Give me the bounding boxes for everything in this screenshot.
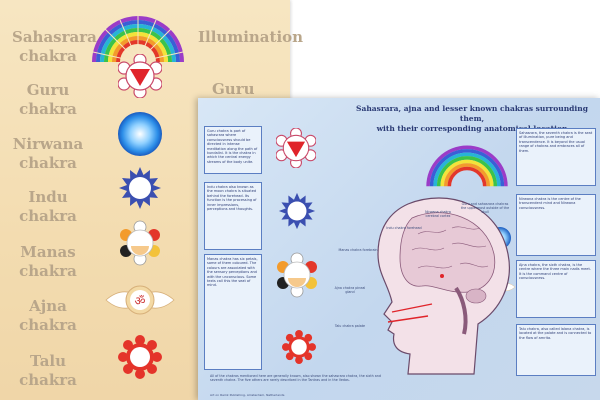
anno-talu: Talu chakra palate (334, 324, 366, 328)
label-line2: chakra (19, 47, 77, 65)
label-manas: Manas chakra (12, 243, 84, 281)
text-box-talu: Talu chakra, also called lalana chakra, … (516, 324, 596, 376)
front-indu-icon (278, 192, 316, 230)
label-line1: Ajna (29, 297, 67, 315)
front-poster: Sahasrara, ajna and lesser known chakras… (198, 98, 600, 400)
label-line2: chakra (19, 262, 77, 280)
anno-indu: Indu chakra forehead (386, 226, 422, 230)
label-line2: chakra (19, 371, 77, 389)
front-manas-icon (277, 252, 317, 298)
anno-ajna: Ajna chakra pineal gland (334, 286, 366, 294)
label-sahasrara: Sahasrara chakra (12, 28, 97, 66)
label-line1: Talu (29, 352, 67, 370)
label-illumination: Illumination (198, 28, 304, 46)
front-talu-icon (282, 330, 316, 364)
label-line1: Guru (26, 81, 70, 99)
text-box-guru: Guru chakra is part of sahasrara where c… (204, 126, 262, 174)
label-nirwana: Nirwana chakra (12, 135, 84, 173)
label-line2: chakra (19, 154, 77, 172)
anno-manas: Manas chakra forebrain (338, 248, 378, 252)
text-box-sahasrara: Sahasrara, the seventh chakra is the sea… (516, 128, 596, 186)
indu-chakra-icon (119, 167, 161, 209)
label-indu: Indu chakra (12, 188, 84, 226)
label-line1: Indu (28, 188, 68, 206)
label-guru: Guru chakra (12, 81, 84, 119)
label-line1: Nirwana (12, 135, 84, 153)
label-talu: Talu chakra (12, 352, 84, 390)
front-sahasrara-rainbow-icon (426, 145, 508, 187)
svg-text:ॐ: ॐ (135, 294, 146, 308)
poster-publisher: Art on Ramk Publishing, Amsterdam, Nethe… (210, 393, 285, 397)
anno-guru-sahasrara: Guru and sahasrara chakras the uppermost… (460, 202, 510, 214)
anno-nirwana: Nirwana chakra cerebral cortex (425, 210, 451, 218)
title-line2: with their corresponding anatomical loca… (376, 124, 568, 133)
ajna-chakra-icon: ॐ (105, 285, 175, 315)
label-line2: chakra (19, 316, 77, 334)
label-line2: chakra (19, 207, 77, 225)
title-line1: Sahasrara, ajna and lesser known chakras… (356, 104, 588, 123)
text-box-manas: Manas chakra has six petals, some of the… (204, 254, 262, 370)
front-guru-icon (276, 128, 316, 168)
label-line1: Manas (20, 243, 76, 261)
label-guru-right: Guru (212, 80, 255, 98)
text-box-nirwana: Nirwana chakra is the centre of the tran… (516, 194, 596, 256)
text-box-indu: Indu chakra also known as the moon chakr… (204, 182, 262, 250)
poster-caption: All of the chakras mentioned here are ge… (210, 374, 381, 383)
nirwana-chakra-icon (118, 112, 162, 156)
label-ajna: Ajna chakra (12, 297, 84, 335)
talu-chakra-icon (118, 335, 162, 379)
text-box-ajna: Ajna chakra, the sixth chakra, is the ce… (516, 260, 596, 318)
manas-chakra-icon (120, 220, 160, 266)
head-anatomy-illustration (377, 197, 510, 375)
poster-title: Sahasrara, ajna and lesser known chakras… (348, 104, 596, 134)
guru-chakra-icon (118, 54, 162, 98)
label-line2: chakra (19, 100, 77, 118)
sahasrara-rainbow-icon (92, 16, 184, 63)
label-line1: Sahasrara (12, 28, 97, 46)
